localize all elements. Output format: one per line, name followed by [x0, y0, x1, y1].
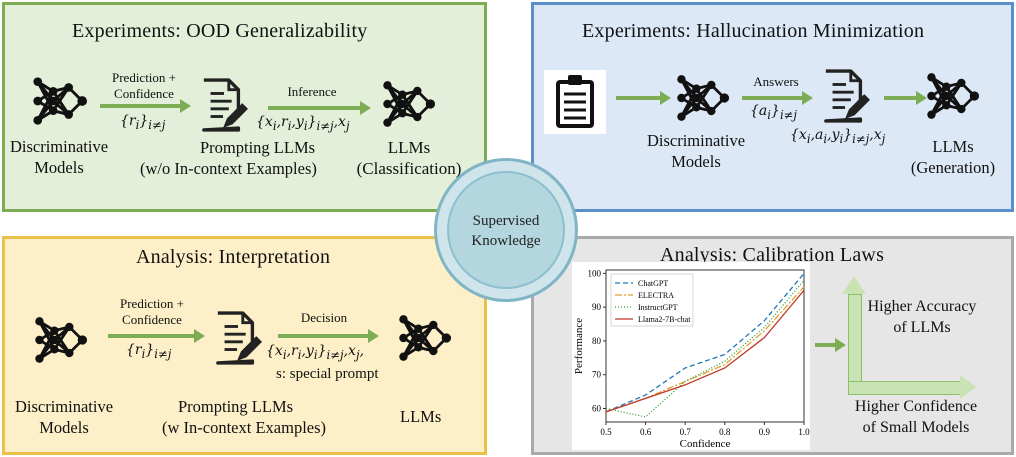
hal-arrow-2: [884, 91, 927, 105]
confidence-arrow-head: [960, 375, 976, 399]
series-line-instructgpt: [605, 279, 805, 418]
y-axis-label: Performance: [573, 318, 585, 374]
calib-arrow: [815, 338, 846, 352]
series-line-llama2-7b-chat: [605, 289, 805, 413]
interp-llm-label: LLMs: [400, 407, 442, 426]
hal-arrow-0: [616, 91, 671, 105]
hal-title: Experiments: Hallucination Minimization: [582, 20, 925, 42]
ood-arrow1-math: {ri}i≠j: [120, 113, 166, 132]
interpretation-panel: [2, 236, 487, 455]
x-tick-label: 0.7: [680, 427, 692, 437]
prompt-document-icon: [200, 75, 248, 135]
interp-special-prompt: s: special prompt: [276, 366, 379, 382]
legend-label: Llama2-7B-chat: [638, 315, 691, 324]
calib-title: Analysis: Calibration Laws: [660, 244, 885, 266]
llm-icon: [924, 68, 980, 124]
interp-arrow1-label: Prediction +Confidence: [119, 296, 185, 327]
clipboard-icon: [544, 70, 606, 134]
hal-arrow-math: {ai}i≠j: [750, 103, 798, 122]
y-tick-label: 70: [592, 370, 602, 380]
interp-arrow2-math: {xi,ri,yi}i≠j,xj,: [266, 343, 365, 362]
x-tick-label: 0.9: [759, 427, 771, 437]
discriminative-model-icon: [32, 312, 88, 368]
ood-title: Experiments: OOD Generalizability: [72, 20, 368, 42]
interp-arrow-1: [108, 329, 205, 343]
prompt-document-icon: [214, 308, 262, 368]
y-tick-label: 90: [592, 302, 602, 312]
interp-prompting-sub: (w In-context Examples): [162, 418, 327, 437]
hal-bottom-math: {xi,ai,yi}i≠j,xj: [790, 127, 886, 146]
legend-label: InstructGPT: [638, 303, 678, 312]
interp-title: Analysis: Interpretation: [136, 246, 331, 268]
hallucination-panel: [531, 2, 1014, 212]
x-tick-label: 0.6: [640, 427, 652, 437]
y-tick-label: 100: [588, 268, 602, 278]
x-tick-label: 0.8: [719, 427, 731, 437]
ood-arrow-1: [100, 99, 191, 113]
interp-arrow1-math: {ri}i≠j: [126, 342, 172, 361]
llm-icon: [380, 76, 436, 132]
ood-arrow-2: [268, 101, 371, 115]
x-axis-label: Confidence: [680, 438, 731, 450]
legend-label: ChatGPT: [638, 279, 668, 288]
plot-frame: [605, 269, 805, 423]
x-tick-label: 1.0: [798, 427, 810, 437]
legend-box: [610, 273, 694, 327]
interp-arrow2-label: Decision: [300, 310, 348, 325]
hal-arrow-label: Answers: [753, 74, 799, 89]
x-tick-label: 0.5: [600, 427, 612, 437]
y-tick-label: 80: [592, 336, 602, 346]
y-tick-label: 60: [592, 403, 602, 413]
accuracy-arrow-head: [842, 276, 866, 294]
llm-icon: [396, 310, 452, 366]
discriminative-model-icon: [674, 70, 730, 126]
prompt-document-icon: [822, 66, 870, 126]
legend-label: ELECTRA: [638, 291, 674, 300]
series-line-chatgpt: [605, 272, 805, 413]
ood-arrow2-math: {xi,ri,yi}i≠j,xj: [256, 114, 350, 133]
discriminative-model-icon: [30, 72, 88, 130]
interp-arrow-2: [278, 329, 379, 343]
confidence-axis-arrow: [848, 381, 962, 395]
accuracy-axis-arrow: [848, 294, 862, 392]
ood-arrow1-label: Prediction +Confidence: [111, 70, 177, 101]
ood-llm-label: LLMs(Classification): [356, 138, 462, 178]
interp-prompting-label: Prompting LLMs: [178, 397, 294, 416]
ood-arrow2-label: Inference: [287, 84, 337, 99]
series-line-electra: [605, 286, 805, 413]
ood-prompting-label: Prompting LLMs: [200, 138, 316, 157]
hal-llm-label: LLMs(Generation): [910, 137, 996, 177]
hal-arrow-1: [742, 91, 813, 105]
ood-prompting-sub: (w/o In-context Examples): [140, 159, 317, 178]
